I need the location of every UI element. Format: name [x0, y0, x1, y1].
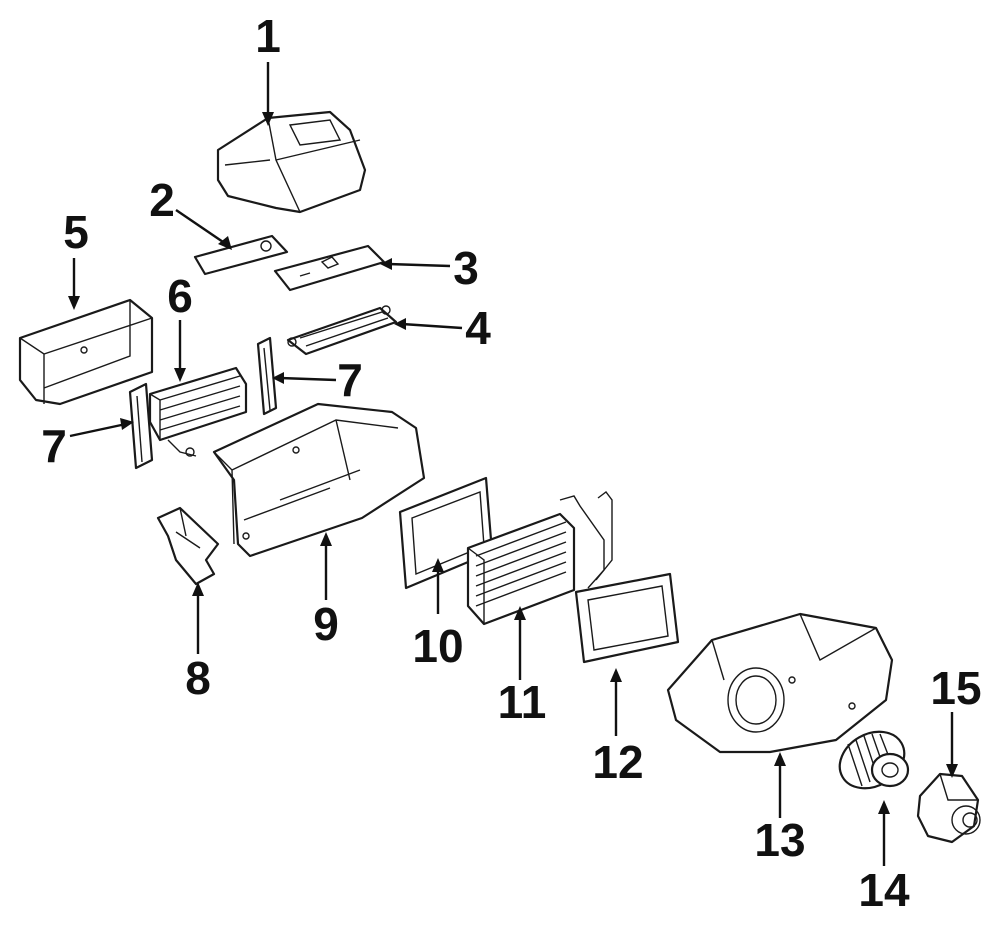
part-2-plate [193, 234, 289, 276]
part-1-upper-case [216, 110, 367, 214]
callout-7-right: 7 [337, 354, 363, 406]
part-12-gasket [574, 572, 680, 664]
callout-5: 5 [63, 206, 89, 258]
part-9-case [212, 402, 426, 558]
part-6-heater-core [148, 366, 248, 457]
callout-12: 12 [592, 736, 643, 788]
callout-14: 14 [858, 864, 910, 916]
callout-2: 2 [149, 174, 175, 226]
callout-1: 1 [255, 10, 281, 62]
part-13-blower-case [666, 612, 894, 754]
callout-11: 11 [498, 676, 547, 728]
callout-7-left: 7 [41, 420, 67, 472]
part-4-door [286, 305, 398, 356]
callout-13: 13 [754, 814, 805, 866]
callout-8: 8 [185, 652, 211, 704]
part-7-seal-left [128, 382, 154, 470]
part-11-evaporator-core [466, 491, 613, 626]
callout-9: 9 [313, 598, 339, 650]
part-5-cover [18, 298, 154, 406]
part-8-bracket [156, 506, 220, 586]
callout-10: 10 [412, 620, 463, 672]
callout-labels: 1 2 3 4 5 6 7 7 8 9 10 11 12 13 14 15 [41, 10, 981, 916]
leader-lines [68, 62, 958, 866]
callout-4: 4 [465, 302, 491, 354]
callout-15: 15 [930, 662, 981, 714]
callout-3: 3 [453, 242, 479, 294]
part-3-plate [273, 244, 386, 292]
part-14-blower-wheel [838, 730, 910, 790]
part-15-blower-motor [916, 772, 981, 844]
part-7-seal-right [256, 336, 278, 416]
callout-6: 6 [167, 270, 193, 322]
